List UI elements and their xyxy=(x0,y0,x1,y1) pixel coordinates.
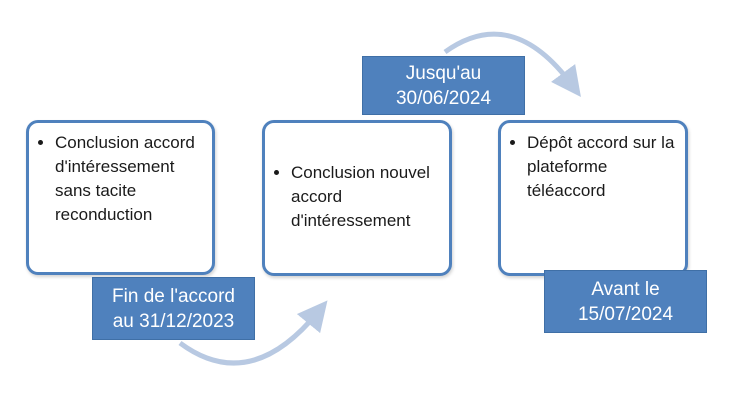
step-card-1-list: Conclusion accord d'intéressement sans t… xyxy=(35,131,204,227)
date-tag-1-line2: au 31/12/2023 xyxy=(112,310,235,332)
date-tag-3-line1: Avant le xyxy=(591,278,660,300)
step-card-3: Dépôt accord sur la plateforme téléaccor… xyxy=(498,120,688,276)
date-tag-2-line1: Jusqu'au xyxy=(405,62,482,84)
date-tag-before: Avant le 15/07/2024 xyxy=(544,270,707,333)
date-tag-end-of-agreement: Fin de l'accord au 31/12/2023 xyxy=(92,277,255,340)
date-tag-until: Jusqu'au 30/06/2024 xyxy=(362,56,525,115)
step-card-3-item: Dépôt accord sur la plateforme téléaccor… xyxy=(527,131,677,203)
arrow-bottom-left xyxy=(178,300,328,366)
step-card-3-list: Dépôt accord sur la plateforme téléaccor… xyxy=(507,131,677,203)
step-card-2: Conclusion nouvel accord d'intéressement xyxy=(262,120,452,276)
date-tag-2-line2: 30/06/2024 xyxy=(395,87,492,109)
step-card-1-item: Conclusion accord d'intéressement sans t… xyxy=(55,131,204,227)
step-card-2-list: Conclusion nouvel accord d'intéressement xyxy=(271,161,441,233)
date-tag-3-line2: 15/07/2024 xyxy=(577,303,674,325)
step-card-1: Conclusion accord d'intéressement sans t… xyxy=(26,120,215,275)
date-tag-1-line1: Fin de l'accord xyxy=(112,285,235,307)
step-card-2-item: Conclusion nouvel accord d'intéressement xyxy=(291,161,441,233)
arrow-top-right xyxy=(443,31,581,98)
